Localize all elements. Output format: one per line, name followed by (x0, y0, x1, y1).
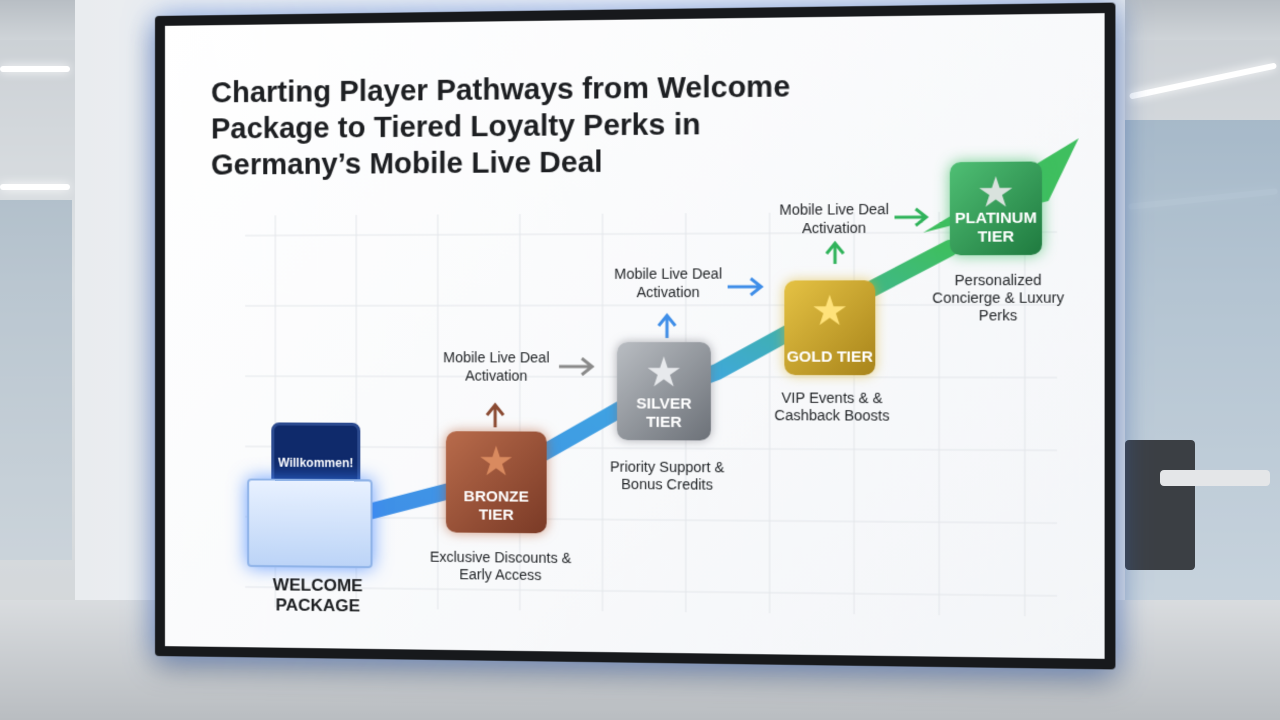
gold-tier-tile: ★ GOLD TIER (784, 280, 875, 375)
arrow-up-blue-icon (659, 316, 676, 339)
ceiling-light (0, 66, 70, 72)
diagram-canvas: Charting Player Pathways from Welcome Pa… (165, 13, 1105, 659)
silver-tier-tile: ★ SILVER TIER (617, 342, 711, 440)
phone-greeting: Willkommen! (274, 456, 357, 471)
welcome-package-label: WELCOME PACKAGE (247, 575, 389, 617)
arrow-right-gray-icon (559, 358, 592, 374)
silver-tier-label: SILVER TIER (617, 395, 711, 432)
gold-perk-label: VIP Events & & Cashback Boosts (763, 389, 900, 424)
arrow-up-bronze-icon (487, 405, 503, 427)
star-icon: ★ (977, 172, 1015, 214)
activation-label: Mobile Live Deal Activation (765, 200, 902, 238)
activation-label: Mobile Live Deal Activation (430, 348, 564, 385)
gold-tier-label: GOLD TIER (787, 348, 873, 367)
platinum-tier-tile: ★ PLATINUM TIER (950, 161, 1042, 255)
glass-partition (0, 200, 72, 560)
bronze-tier-tile: ★ BRONZE TIER (446, 431, 547, 533)
activation-label: Mobile Live Deal Activation (600, 264, 736, 301)
star-icon: ★ (645, 352, 682, 393)
arrow-up-green-icon (827, 243, 844, 264)
star-icon: ★ (811, 291, 849, 332)
bronze-perk-label: Exclusive Discounts & Early Access (423, 548, 577, 584)
platinum-perk-label: Personalized Concierge & Luxury Perks (928, 272, 1067, 325)
envelope-icon (247, 479, 372, 569)
ceiling-light (1129, 62, 1277, 99)
silver-perk-label: Priority Support & Bonus Credits (600, 458, 733, 494)
display-screen: Charting Player Pathways from Welcome Pa… (155, 3, 1115, 670)
bronze-tier-label: BRONZE TIER (446, 488, 547, 525)
ceiling-light (0, 184, 70, 190)
office-chair (1125, 440, 1195, 570)
desk (1160, 470, 1270, 486)
star-icon: ★ (478, 441, 515, 482)
